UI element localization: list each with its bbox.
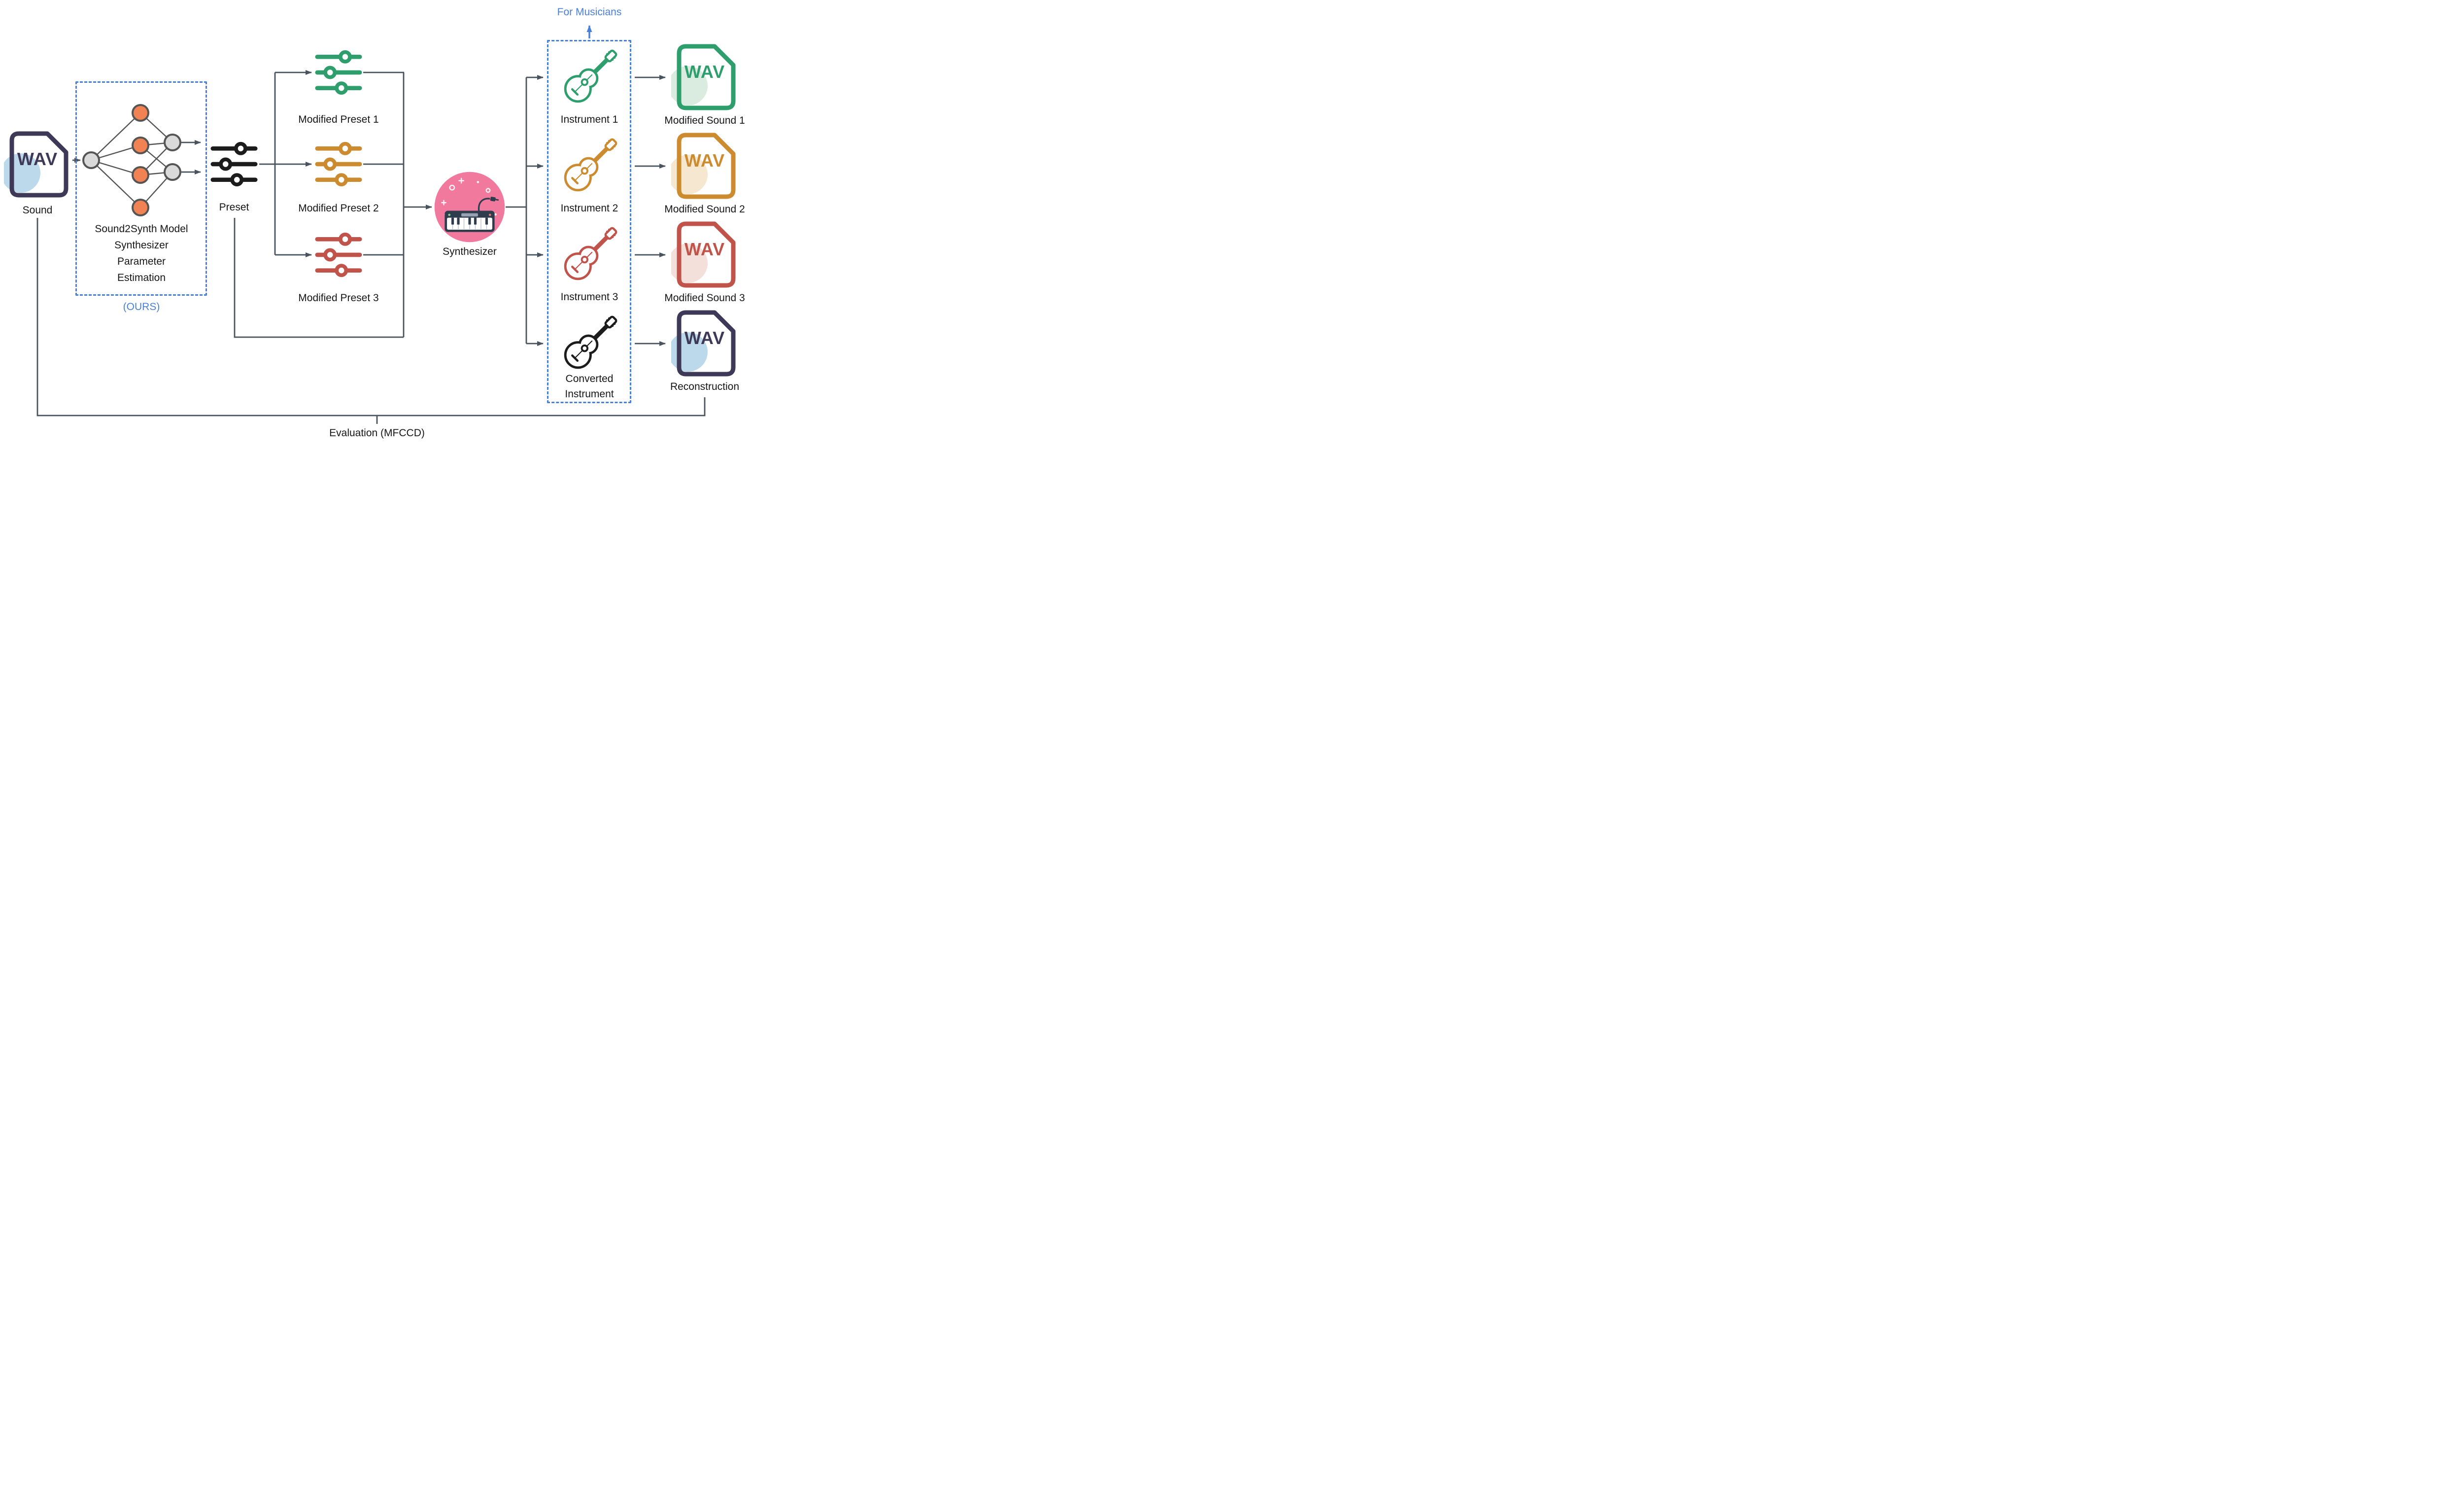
connector-layer [36, 25, 706, 424]
converted-instrument-label: Converted Instrument [565, 373, 614, 400]
modified-preset-2-icon [315, 140, 362, 188]
flow-arrows [36, 25, 706, 424]
wav-file-label: WAV [684, 239, 725, 259]
modified-sound-1-icon: WAV [671, 41, 738, 113]
model-title-line-3: Parameter [117, 256, 166, 267]
ours-tag: (OURS) [123, 301, 160, 313]
wav-file-label: WAV [684, 150, 725, 171]
wav-file-label: WAV [684, 62, 725, 82]
modified-preset-3-icon [315, 231, 362, 278]
instrument-2-icon [561, 138, 618, 195]
model-title-line-2: Synthesizer [114, 240, 169, 251]
evaluation-label: Evaluation (MFCCD) [329, 427, 425, 439]
modified-sound-2-label: Modified Sound 2 [664, 204, 745, 215]
instrument-3-label: Instrument 3 [560, 291, 618, 303]
modified-preset-2-label: Modified Preset 2 [298, 203, 379, 214]
for-musicians-caption: For Musicians [557, 6, 622, 18]
modified-sound-2-icon: WAV [671, 130, 738, 202]
neural-network [82, 104, 181, 216]
model-title: Sound2Synth Model Synthesizer Parameter … [72, 221, 210, 286]
wav-file-label: WAV [17, 149, 58, 169]
synthesizer-label: Synthesizer [443, 246, 497, 257]
wav-file-label: WAV [684, 328, 725, 348]
modified-preset-3-label: Modified Preset 3 [298, 292, 379, 304]
preset-label: Preset [219, 202, 249, 213]
reconstruction-icon: WAV [671, 308, 738, 379]
reconstruction-label: Reconstruction [670, 381, 740, 392]
sound-wav-icon: WAV [4, 129, 71, 200]
modified-sound-1-label: Modified Sound 1 [664, 115, 745, 126]
instrument-1-label: Instrument 1 [560, 114, 618, 125]
modified-sound-3-label: Modified Sound 3 [664, 292, 745, 304]
for-musicians-box [547, 40, 631, 403]
instrument-2-label: Instrument 2 [560, 203, 618, 214]
evaluation-line [36, 218, 706, 417]
model-title-line-4: Estimation [117, 272, 166, 283]
synthesizer-icon [433, 170, 507, 244]
converted-instrument-icon [561, 315, 618, 372]
preset-sliders-icon [210, 140, 258, 188]
modified-sound-3-icon: WAV [671, 219, 738, 290]
sound-label: Sound [22, 205, 53, 216]
instrument-1-icon [561, 49, 618, 106]
modified-preset-1-icon [315, 49, 362, 96]
model-title-line-1: Sound2Synth Model [95, 223, 188, 235]
model-box [75, 81, 207, 296]
instrument-3-icon [561, 226, 618, 283]
modified-preset-1-label: Modified Preset 1 [298, 114, 379, 125]
diagram-canvas: WAV Sound Sound2Synth Model Synthesizer … [0, 0, 753, 449]
